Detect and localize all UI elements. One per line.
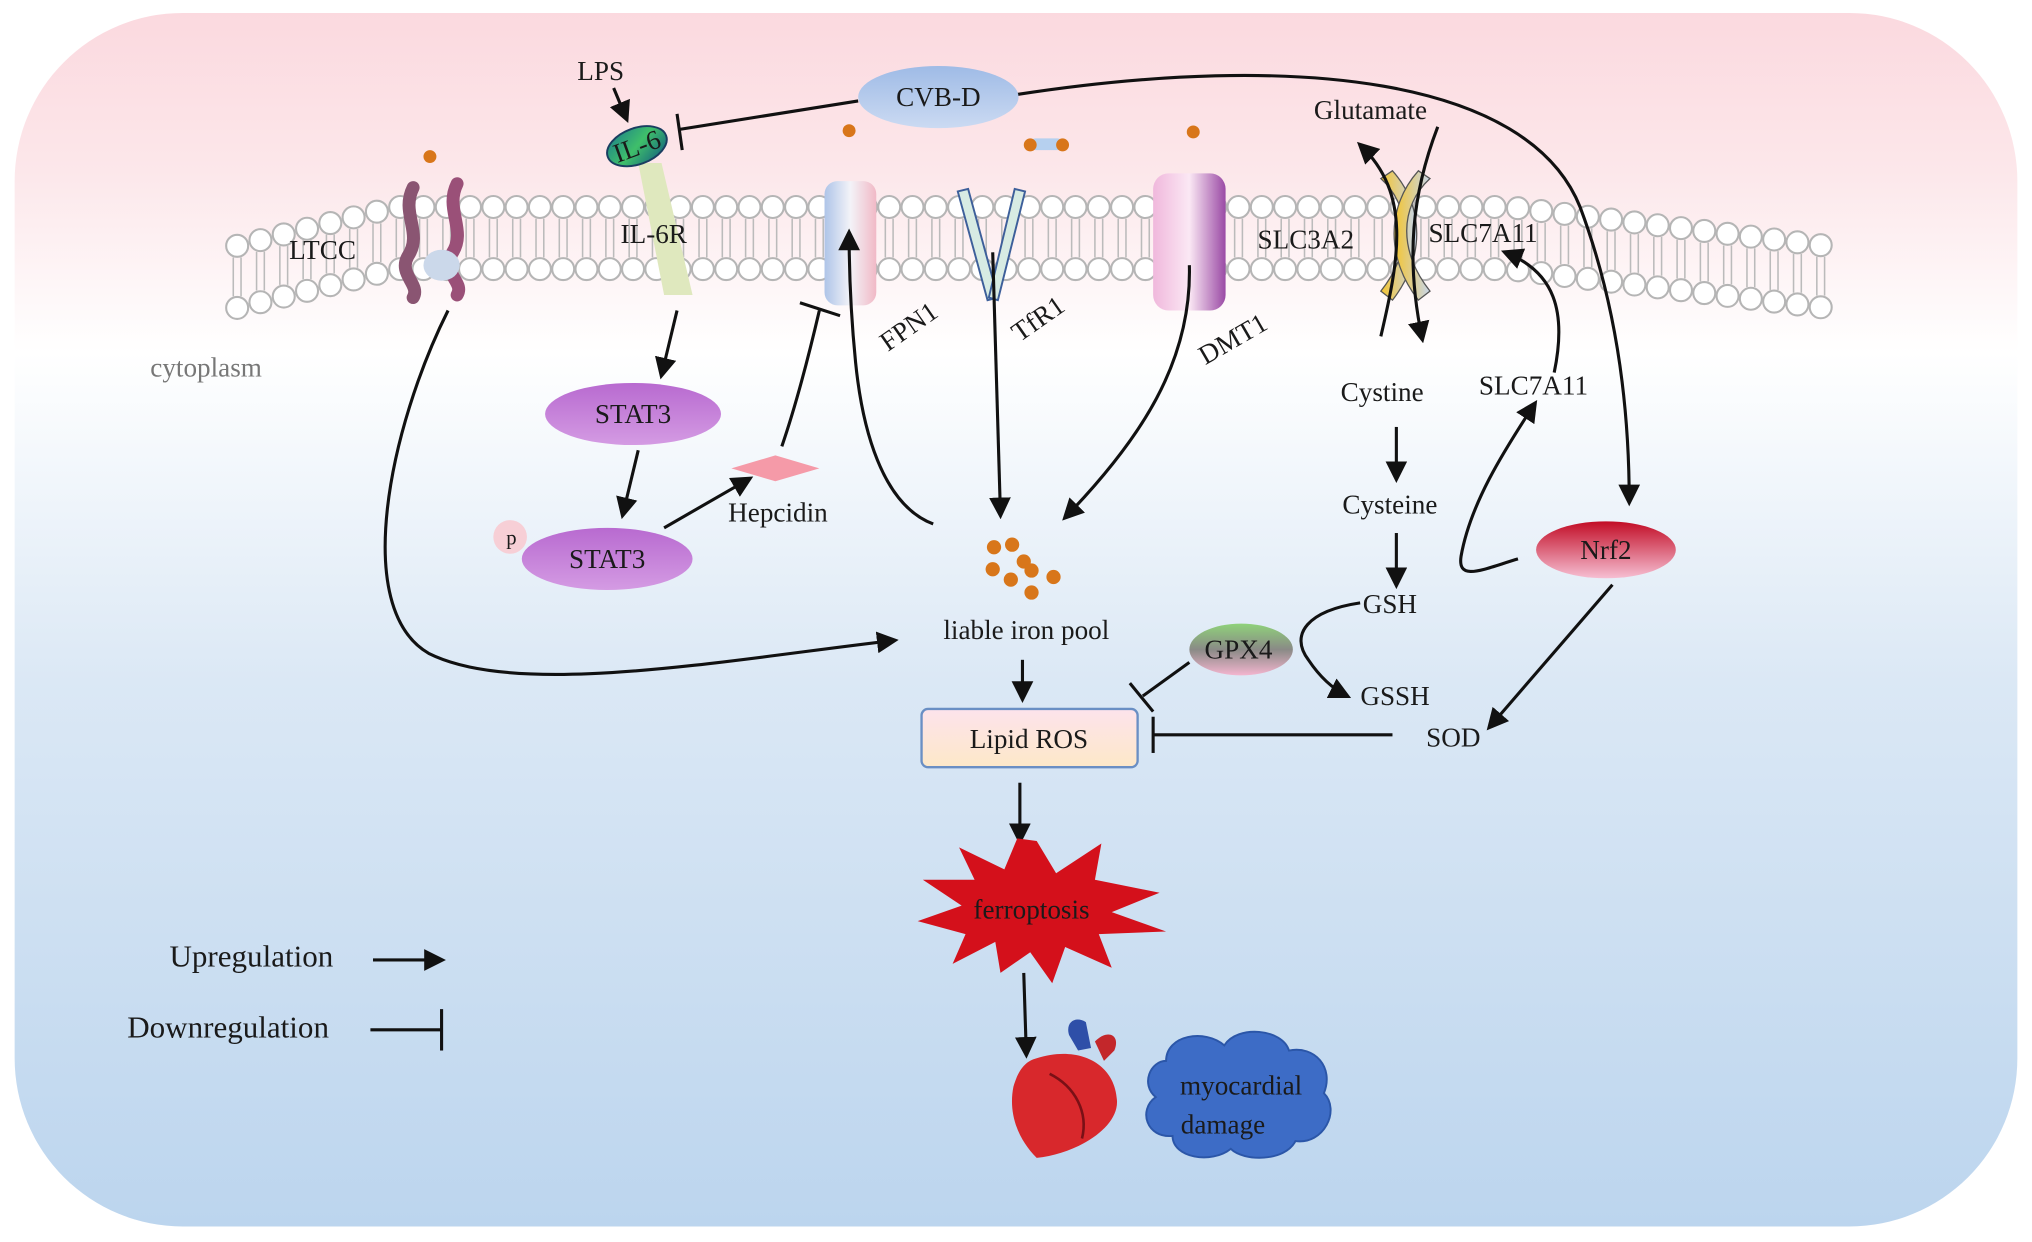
gssh-label: GSSH bbox=[1360, 681, 1429, 711]
slc-transporter bbox=[1379, 169, 1432, 302]
extracellular-iron bbox=[423, 124, 1200, 164]
heart-icon bbox=[1011, 1019, 1118, 1158]
cvbd-to-nrf2-arrow bbox=[1017, 73, 1641, 507]
lipid-ros-label: Lipid ROS bbox=[970, 724, 1088, 754]
ferroptosis-to-heart-arrow bbox=[1014, 972, 1037, 1059]
cvbd-node bbox=[858, 65, 1019, 129]
hepcidin-node bbox=[731, 455, 820, 482]
tfr1-iron-import-arrow bbox=[989, 252, 1011, 520]
gpx4-label: GPX4 bbox=[1205, 635, 1273, 665]
phosphate-node bbox=[493, 520, 527, 554]
dmt1-iron-import-arrow bbox=[1062, 265, 1191, 521]
cell-background bbox=[14, 12, 2018, 1227]
sod-label: SOD bbox=[1426, 722, 1480, 752]
gpx4-node bbox=[1189, 623, 1293, 676]
legend-upregulation-label: Upregulation bbox=[169, 938, 333, 973]
stat3-node bbox=[545, 382, 722, 446]
legend: Upregulation Downregulation bbox=[127, 938, 446, 1051]
inhibit-bar bbox=[1128, 682, 1155, 713]
nrf2-to-sod-arrow bbox=[1486, 583, 1614, 731]
ltcc-iron-import-arrow bbox=[383, 309, 899, 676]
slc7a11-label: SLC7A11 bbox=[1479, 371, 1588, 401]
gsh-to-gssh-arrow bbox=[1299, 601, 1361, 698]
slc7a11-to-membrane-arrow bbox=[1500, 248, 1561, 373]
inhibit-bar bbox=[799, 301, 841, 318]
ltcc-channel bbox=[399, 177, 466, 305]
dmt1-channel bbox=[1153, 173, 1226, 311]
myocardial-damage-cloud bbox=[1145, 1030, 1332, 1159]
lipid-ros-box bbox=[920, 707, 1139, 769]
hepcidin-inhibit-fpn1 bbox=[780, 310, 821, 447]
liable-iron-pool-label: liable iron pool bbox=[943, 615, 1109, 645]
phosphate-label: p bbox=[506, 528, 516, 550]
iron-export-arrow bbox=[838, 228, 934, 526]
legend-downregulation-label: Downregulation bbox=[127, 1010, 329, 1045]
stat3-label: STAT3 bbox=[595, 399, 671, 429]
stat3-phosphorylation-arrow bbox=[616, 449, 640, 520]
iron-pool-dots bbox=[985, 537, 1061, 600]
cysteine-label: Cysteine bbox=[1342, 490, 1437, 520]
damage-label: damage bbox=[1181, 1109, 1265, 1139]
cytoplasm-label: cytoplasm bbox=[150, 352, 262, 382]
cystine-import-arrow bbox=[1408, 126, 1440, 344]
ltcc-label: LTCC bbox=[289, 235, 356, 265]
stat3-to-hepcidin-arrow bbox=[663, 476, 754, 530]
cystine-label: Cystine bbox=[1341, 377, 1424, 407]
lps-arrow bbox=[609, 87, 630, 124]
nrf2-label: Nrf2 bbox=[1580, 535, 1631, 565]
cvbd-inhibit-il6 bbox=[679, 99, 859, 131]
slc3a2-label: SLC3A2 bbox=[1258, 224, 1355, 254]
hepcidin-label: Hepcidin bbox=[728, 497, 828, 527]
p-stat3-label: STAT3 bbox=[569, 544, 645, 574]
ferroptosis-burst bbox=[917, 838, 1167, 984]
gsh-label: GSH bbox=[1363, 589, 1417, 619]
myocardial-label: myocardial bbox=[1180, 1071, 1302, 1101]
p-stat3-node bbox=[521, 527, 693, 590]
ferroptosis-label: ferroptosis bbox=[973, 895, 1089, 925]
il6r-label: IL-6R bbox=[621, 219, 688, 249]
nrf2-node bbox=[1536, 521, 1676, 579]
tfr1-receptor bbox=[956, 187, 1027, 302]
lps-label: LPS bbox=[577, 56, 624, 86]
il6-node bbox=[606, 125, 668, 168]
glutamate-export-arrow bbox=[1356, 141, 1399, 337]
cvbd-label: CVB-D bbox=[896, 82, 981, 112]
nrf2-to-slc7a11-arrow bbox=[1459, 400, 1538, 573]
glutamate-label: Glutamate bbox=[1314, 95, 1427, 125]
slc7a11-membrane-label: SLC7A11 bbox=[1428, 218, 1537, 248]
il6r-receptor bbox=[638, 163, 693, 295]
inhibit-bar bbox=[675, 113, 684, 151]
il6r-to-stat3-arrow bbox=[655, 310, 679, 380]
gpx4-inhibit-ros bbox=[1141, 661, 1191, 698]
